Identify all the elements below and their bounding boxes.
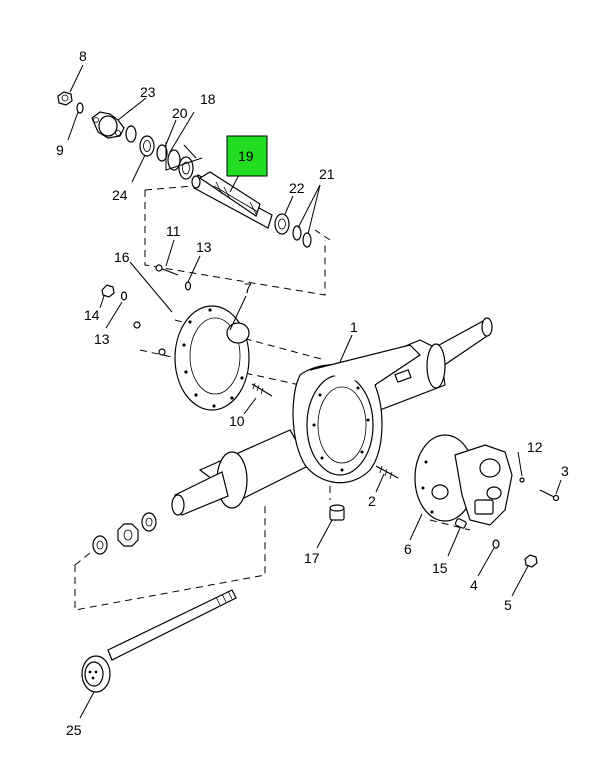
axle-shaft-part-25 — [81, 589, 237, 693]
washer-part-4 — [492, 539, 500, 549]
stud-part-12 — [519, 477, 525, 483]
differential-carrier-part-6 — [414, 434, 513, 526]
adjuster-ring-a — [92, 535, 108, 555]
yoke-part-23 — [91, 111, 125, 139]
callout-24[interactable]: 24 — [112, 187, 128, 203]
washer-part-13-left — [120, 291, 128, 301]
lock-washer-b — [117, 523, 139, 547]
callout-17[interactable]: 17 — [304, 550, 320, 566]
callout-13-upper[interactable]: 13 — [196, 239, 212, 255]
left-fasteners — [101, 264, 192, 356]
plug-part-17 — [329, 504, 345, 521]
bearing-part-18 — [167, 149, 194, 180]
spacer-part-20 — [156, 144, 168, 162]
callout-15[interactable]: 15 — [432, 560, 448, 576]
bolt-part-11 — [155, 264, 179, 276]
shaft-stack — [57, 91, 312, 248]
callout-25[interactable]: 25 — [66, 722, 82, 738]
bearing-adjuster-group — [92, 512, 157, 555]
callout-highlight-box — [226, 135, 268, 177]
callout-8[interactable]: 8 — [79, 48, 87, 64]
callout-16[interactable]: 16 — [114, 249, 130, 265]
callout-labels: 8 9 23 20 18 24 19 22 21 11 13 16 7 14 1… — [56, 48, 569, 738]
adjuster-ring-c — [141, 512, 157, 532]
callout-5[interactable]: 5 — [504, 597, 512, 613]
shaft-part-19 — [191, 171, 273, 229]
callout-2[interactable]: 2 — [368, 493, 376, 509]
stud-part-2 — [375, 465, 399, 480]
leader-lines — [67, 64, 562, 719]
callout-14[interactable]: 14 — [84, 307, 100, 323]
pin-part-15 — [454, 518, 467, 529]
callout-19[interactable]: 19 — [238, 148, 254, 164]
stud-part-10 — [251, 382, 273, 397]
callout-6[interactable]: 6 — [404, 541, 412, 557]
stud-part-16b — [158, 348, 166, 356]
callout-23[interactable]: 23 — [140, 84, 156, 100]
callout-21[interactable]: 21 — [319, 166, 335, 182]
callout-11[interactable]: 11 — [166, 223, 181, 239]
callout-4[interactable]: 4 — [470, 577, 478, 593]
bearing-part-22 — [274, 213, 290, 235]
axle-housing-part-1 — [171, 317, 493, 516]
callout-1[interactable]: 1 — [350, 319, 358, 335]
washer-part-13-top — [184, 281, 192, 291]
callout-7[interactable]: 7 — [244, 280, 252, 296]
carrier-flange-part-7 — [174, 305, 250, 411]
seal-part-24 — [139, 135, 155, 157]
nut-part-14 — [101, 284, 115, 298]
right-fasteners — [454, 477, 560, 568]
callout-10[interactable]: 10 — [229, 413, 245, 429]
shim-part-21a — [292, 225, 302, 241]
callout-22[interactable]: 22 — [289, 180, 305, 196]
callout-18[interactable]: 18 — [200, 91, 216, 107]
callout-3[interactable]: 3 — [561, 463, 569, 479]
callout-13-lower[interactable]: 13 — [94, 331, 110, 347]
nut-part-5 — [524, 554, 538, 568]
ring-part-23 — [125, 125, 137, 143]
stud-part-16a — [133, 321, 141, 329]
shim-part-21b — [302, 232, 312, 248]
callout-9[interactable]: 9 — [56, 142, 64, 158]
callout-12[interactable]: 12 — [527, 439, 543, 455]
callout-20[interactable]: 20 — [172, 105, 188, 121]
nut-part-8 — [57, 91, 73, 106]
washer-part-9 — [76, 102, 84, 114]
